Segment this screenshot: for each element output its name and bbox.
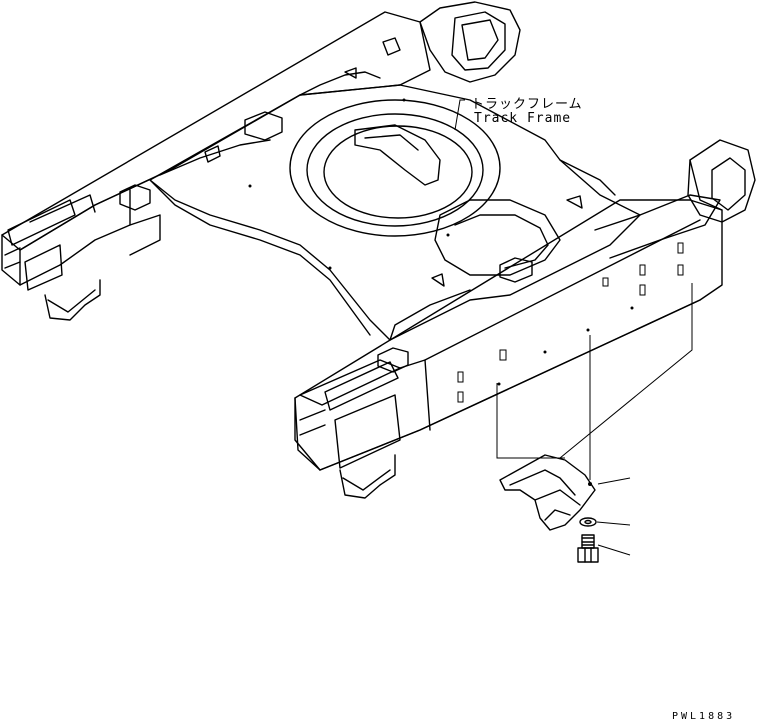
washer-part	[579, 517, 597, 527]
guard-bracket-part	[499, 454, 596, 531]
assembly-leader-lines	[496, 283, 693, 480]
track-frame	[1, 1, 756, 499]
lower-side-frame	[294, 139, 756, 499]
drawing-id: PWL1883	[672, 711, 736, 722]
callout-leaders	[454, 99, 631, 556]
upper-side-frame	[1, 1, 521, 321]
bolt-part	[577, 534, 599, 563]
track-frame-label-en: Track Frame	[474, 111, 572, 126]
track-frame-label-jp: トラックフレーム	[471, 97, 583, 112]
